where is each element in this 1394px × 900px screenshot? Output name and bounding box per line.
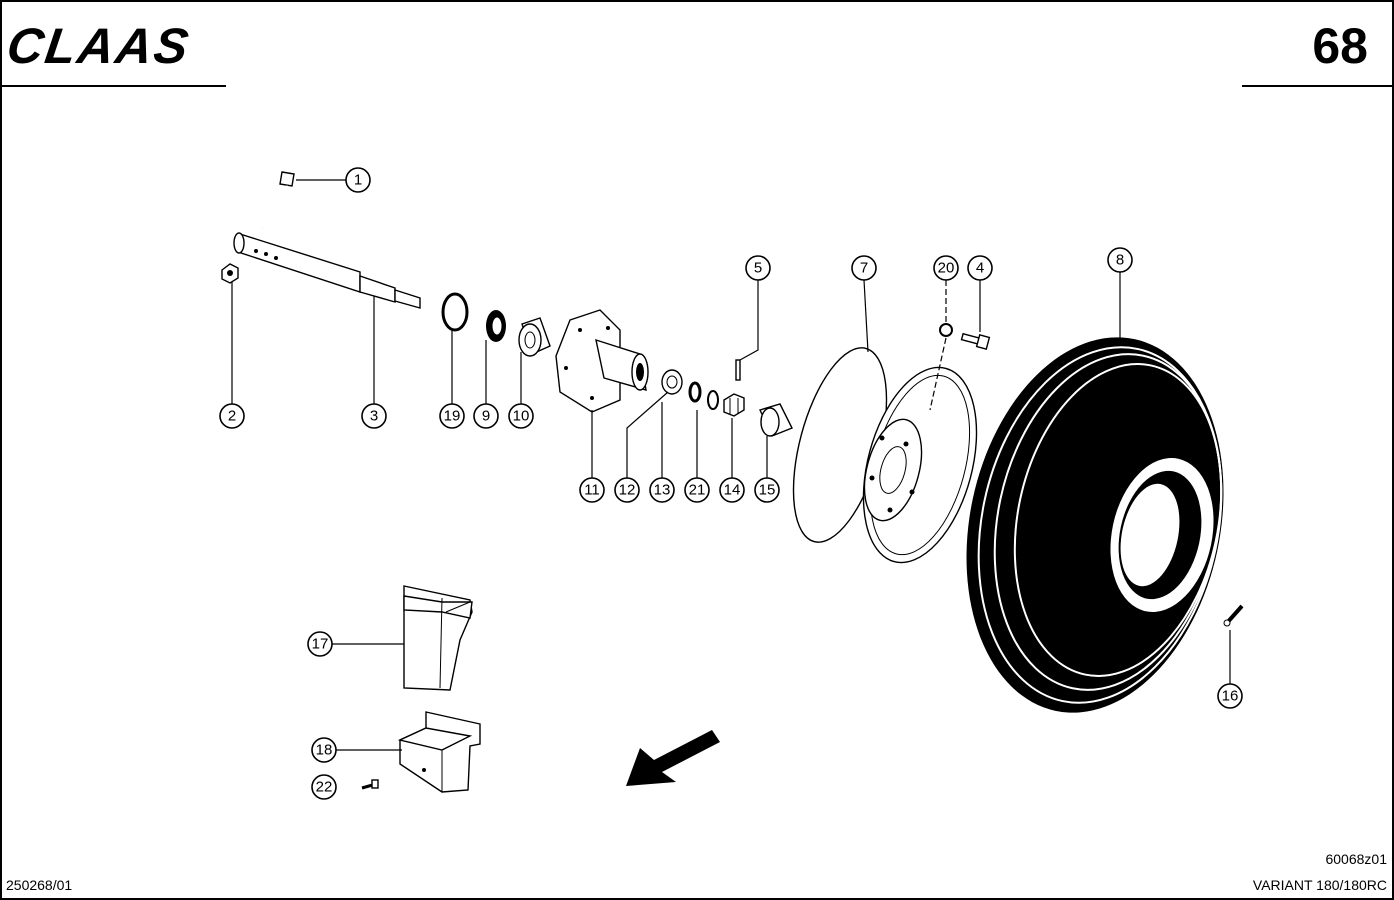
model-name: VARIANT 180/180RC [1253, 877, 1387, 893]
part-seal-9 [486, 310, 506, 342]
svg-text:18: 18 [316, 742, 333, 759]
page-number: 68 [1312, 18, 1368, 74]
svg-text:10: 10 [513, 408, 530, 425]
part-cotter-pin-5 [735, 359, 741, 381]
svg-text:9: 9 [482, 408, 490, 425]
footer-left-code: 250268/01 [6, 877, 72, 893]
drawing-id: 60068z01 [1325, 851, 1387, 867]
svg-text:1: 1 [354, 172, 362, 189]
claas-logo: CLAAS [4, 18, 194, 74]
callout-4: 4 [967, 255, 993, 281]
callout-11: 11 [579, 477, 605, 503]
svg-text:11: 11 [584, 482, 600, 499]
part-washer-20 [939, 323, 953, 337]
part-axle-3 [233, 232, 421, 309]
part-bolt-1 [260, 171, 295, 229]
part-washer-21 [707, 390, 719, 410]
callout-17: 17 [307, 631, 333, 657]
callout-22: 22 [311, 774, 337, 800]
part-wheel-chock-17 [403, 585, 473, 691]
part-cap-15 [759, 403, 793, 437]
callout-9: 9 [473, 403, 499, 429]
direction-arrow-icon [626, 730, 720, 786]
part-chock-holder-18 [397, 711, 481, 793]
svg-text:3: 3 [370, 408, 378, 425]
part-rim-7 [792, 347, 978, 564]
callout-18: 18 [311, 737, 337, 763]
svg-text:22: 22 [316, 779, 333, 796]
part-valve-16 [1223, 604, 1244, 627]
svg-text:13: 13 [654, 482, 671, 499]
callout-1: 1 [345, 167, 371, 193]
svg-text:7: 7 [860, 260, 868, 277]
part-tyre-8 [966, 337, 1224, 713]
svg-text:21: 21 [689, 482, 706, 499]
part-washer-13 [688, 381, 702, 403]
brand-logo-text: CLAAS [4, 18, 194, 74]
svg-text:16: 16 [1222, 688, 1239, 705]
part-bolt-4 [960, 332, 991, 350]
svg-text:15: 15 [759, 482, 776, 499]
part-screw-22 [361, 779, 379, 790]
callout-19: 19 [439, 403, 465, 429]
callout-8: 8 [1107, 247, 1133, 273]
svg-text:12: 12 [619, 482, 636, 499]
callout-20: 20 [933, 255, 959, 281]
callout-12: 12 [614, 477, 640, 503]
svg-text:2: 2 [228, 408, 236, 425]
svg-text:20: 20 [938, 260, 955, 277]
svg-text:17: 17 [312, 636, 329, 653]
svg-text:4: 4 [976, 260, 984, 277]
part-ring-19 [441, 292, 469, 332]
callout-14: 14 [719, 477, 745, 503]
svg-text:8: 8 [1116, 252, 1124, 269]
svg-text:14: 14 [724, 482, 741, 499]
svg-text:19: 19 [444, 408, 461, 425]
svg-text:5: 5 [754, 260, 762, 277]
part-nut-2 [221, 263, 239, 284]
callout-3: 3 [361, 403, 387, 429]
callout-15: 15 [754, 477, 780, 503]
part-bearing-10 [518, 317, 551, 357]
callout-16: 16 [1217, 683, 1243, 709]
callout-13: 13 [649, 477, 675, 503]
callout-2: 2 [219, 403, 245, 429]
callout-5: 5 [745, 255, 771, 281]
leader-lines [231, 179, 1231, 751]
callout-7: 7 [851, 255, 877, 281]
part-castle-nut-14 [723, 393, 745, 417]
part-hub-11 [555, 309, 649, 413]
part-bearing-12 [661, 369, 683, 395]
callout-21: 21 [684, 477, 710, 503]
callout-10: 10 [508, 403, 534, 429]
